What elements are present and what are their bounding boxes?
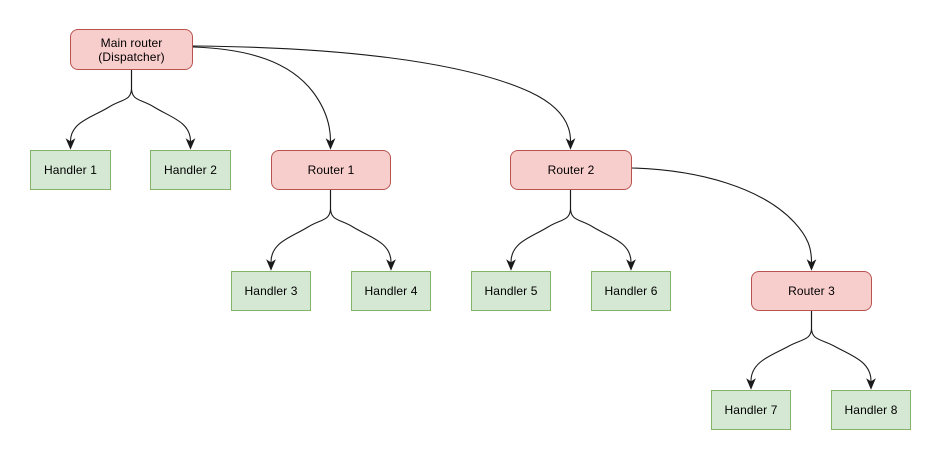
node-handler-3[interactable]: Handler 3	[231, 271, 311, 311]
node-label: Main router (Dispatcher)	[98, 35, 165, 64]
edge-line	[631, 167, 813, 263]
node-main-router[interactable]: Main router (Dispatcher)	[70, 29, 193, 70]
node-label: Router 2	[547, 163, 595, 177]
arrow-head-icon	[565, 138, 576, 150]
edge-main-router-to-router-1	[192, 46, 336, 150]
edge-router-1-to-handler-4	[329, 189, 396, 271]
edge-line	[270, 189, 332, 263]
node-label: Handler 1	[44, 163, 97, 177]
edge-router-3-to-handler-7	[746, 310, 813, 390]
edge-line	[192, 45, 572, 142]
node-router-2[interactable]: Router 2	[510, 150, 632, 190]
node-label: Handler 7	[724, 403, 778, 417]
node-label: Handler 3	[244, 284, 298, 298]
arrow-head-icon	[65, 138, 76, 150]
node-label: Router 3	[788, 284, 835, 298]
arrow-head-icon	[325, 138, 336, 150]
node-label: Handler 8	[844, 403, 898, 417]
node-handler-4[interactable]: Handler 4	[351, 271, 431, 311]
edge-main-router-to-handler-1	[65, 69, 133, 150]
edge-line	[810, 310, 872, 382]
edge-line	[510, 189, 572, 263]
arrow-head-icon	[866, 378, 876, 390]
edge-main-router-to-router-2	[192, 45, 576, 150]
edge-line	[130, 69, 192, 142]
arrow-head-icon	[185, 138, 196, 150]
edge-main-router-to-handler-2	[130, 69, 196, 150]
edge-router-2-to-router-3	[631, 167, 817, 271]
arrow-head-icon	[386, 259, 396, 271]
node-label: Handler 6	[604, 284, 658, 298]
node-handler-6[interactable]: Handler 6	[591, 271, 671, 311]
edge-line	[750, 310, 813, 382]
node-router-1[interactable]: Router 1	[271, 150, 391, 190]
edge-line	[329, 189, 392, 263]
node-handler-5[interactable]: Handler 5	[471, 271, 551, 311]
arrow-head-icon	[746, 378, 756, 390]
arrow-head-icon	[626, 259, 636, 271]
edge-router-2-to-handler-5	[506, 189, 572, 271]
edge-router-1-to-handler-3	[266, 189, 332, 271]
node-label: Handler 4	[364, 284, 418, 298]
edge-line	[69, 69, 133, 142]
node-handler-2[interactable]: Handler 2	[150, 150, 231, 190]
arrow-head-icon	[806, 259, 817, 271]
edge-router-2-to-handler-6	[569, 189, 636, 271]
arrow-head-icon	[266, 259, 276, 271]
node-label: Handler 2	[164, 163, 217, 177]
node-handler-8[interactable]: Handler 8	[831, 390, 911, 430]
node-handler-7[interactable]: Handler 7	[711, 390, 791, 430]
edge-line	[569, 189, 632, 263]
edge-router-3-to-handler-8	[810, 310, 876, 390]
arrow-head-icon	[506, 259, 516, 271]
node-router-3[interactable]: Router 3	[751, 271, 872, 311]
node-handler-1[interactable]: Handler 1	[30, 150, 111, 190]
node-label: Handler 5	[484, 284, 538, 298]
edge-line	[192, 46, 332, 142]
node-label: Router 1	[307, 163, 355, 177]
